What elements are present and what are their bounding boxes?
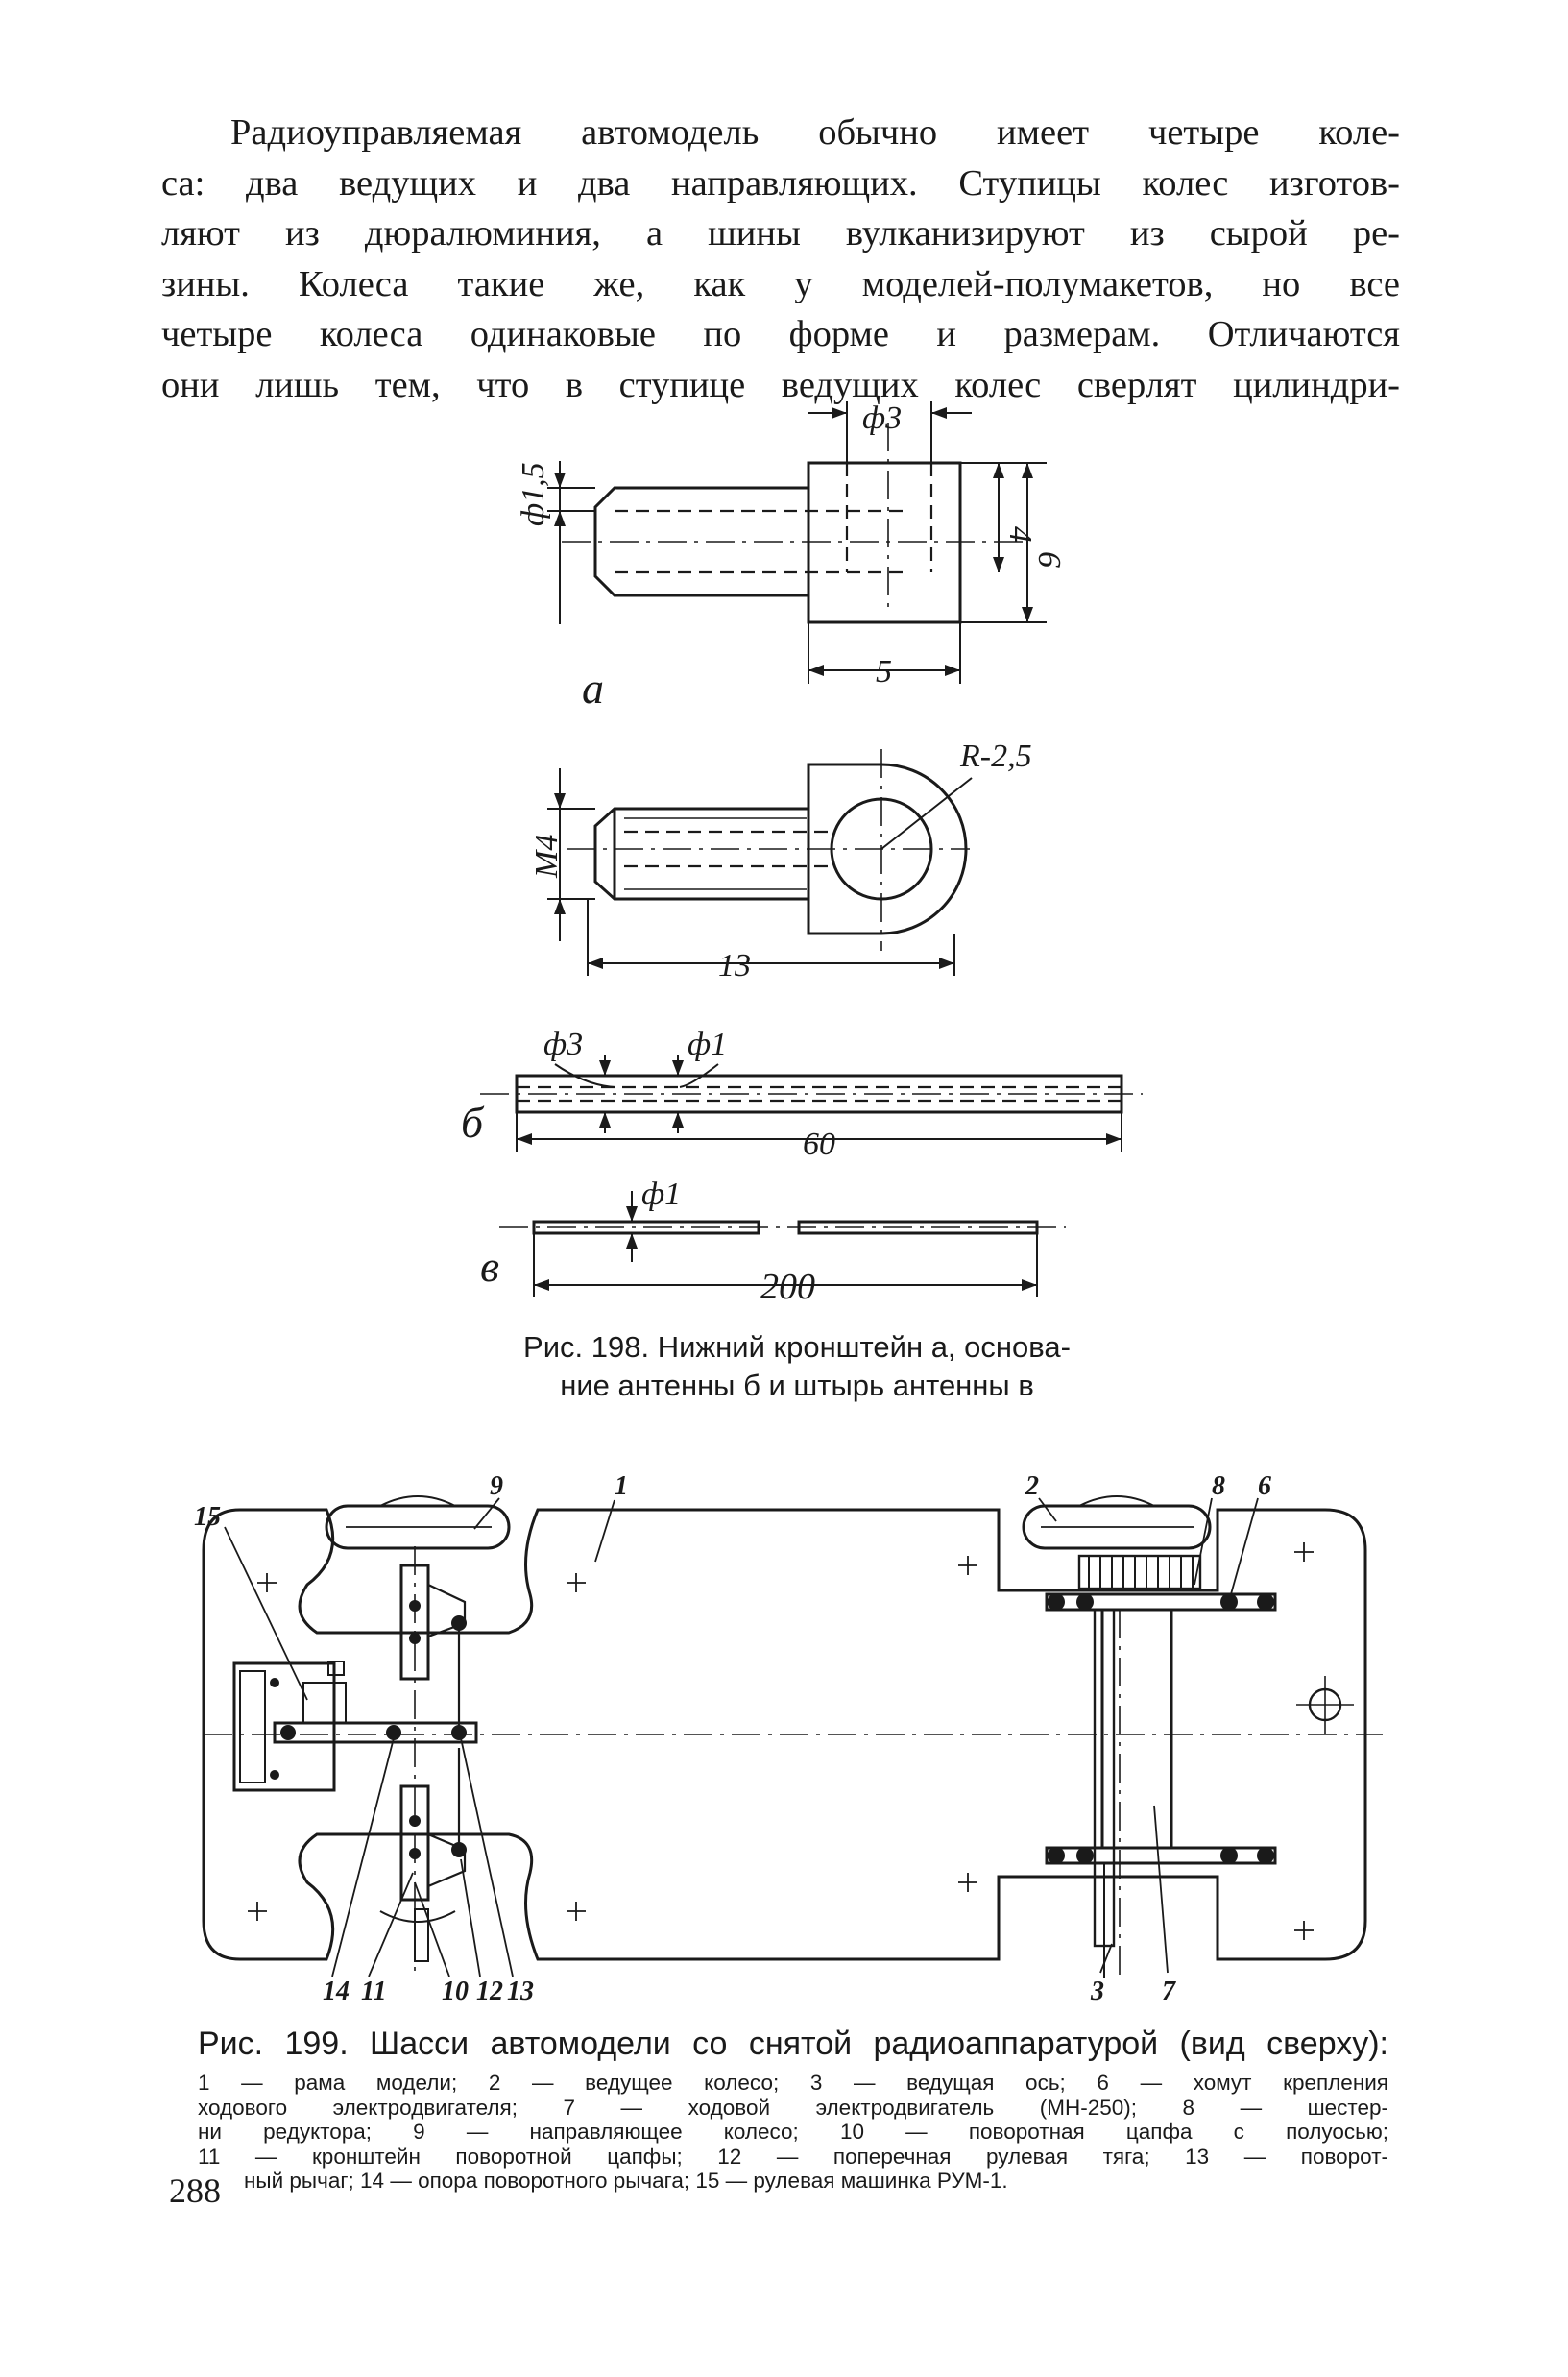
dim-d3-b: ф3 [543,1027,583,1062]
paragraph-line: са: два ведущих и два направляющих. Ступ… [161,162,1400,204]
paragraph-line: ляют из дюралюминия, а шины вулканизирую… [161,213,1400,254]
callout-13: 13 [507,1977,534,2006]
paragraph-line: они лишь тем, что в ступице ведущих коле… [161,364,1400,405]
steering-rod [273,1721,478,1744]
guide-wheel-top [325,1504,511,1550]
callout-7: 7 [1162,1977,1176,2006]
page-number: 288 [169,2171,221,2210]
legend-line: ходового электродвигателя; 7 — ходовой э… [198,2095,1388,2120]
figure-199-caption: Рис. 199. Шасси автомодели со снятой рад… [198,2025,1388,2063]
paragraph-line: зины. Колеса такие же, как у моделей-пол… [161,263,1400,304]
steering-arm-left-tab [414,1908,429,1962]
figure-198-drawing: ф3 ф1,5 4 6 5 а R-2,5 M4 13 ф3 ф1 б 60 ф… [461,400,1143,1307]
callout-11: 11 [361,1977,386,2006]
callout-6: 6 [1258,1471,1271,1501]
part-label-b: б [461,1098,485,1147]
dim-l13: 13 [718,948,751,983]
figure-198-caption: Рис. 198. Нижний кронштейн а, основа- ни… [422,1328,1171,1405]
callout-1: 1 [615,1471,628,1501]
figure-199-drawing: 15 9 1 2 8 6 14 11 10 12 13 3 7 [194,1471,1383,2006]
dim-d15: ф1,5 [516,462,551,526]
steering-servo [232,1661,336,1792]
dim-m4: M4 [529,835,565,879]
body-paragraph: Радиоуправляемая автомодель обычно имеет… [161,108,1400,410]
bracket-a-front-outline [807,763,968,935]
dim-w5: 5 [876,654,892,690]
legend-line: 1 — рама модели; 2 — ведущее колесо; 3 —… [198,2071,1388,2095]
dim-l60: 60 [803,1127,835,1162]
dim-r25: R-2,5 [959,739,1032,774]
figure-199-legend: 1 — рама модели; 2 — ведущее колесо; 3 —… [198,2071,1388,2194]
reducer-gears [1077,1554,1202,1590]
legend-line: ный рычаг; 14 — опора поворотного рычага… [244,2169,1008,2193]
callout-8: 8 [1212,1471,1225,1501]
dim-l200: 200 [760,1267,815,1307]
paragraph-line: Радиоуправляемая автомодель обычно имеет… [230,112,1400,153]
callout-12: 12 [476,1977,503,2006]
callout-10: 10 [442,1977,469,2006]
caption-line: Рис. 198. Нижний кронштейн а, основа- [523,1330,1071,1364]
dim-d3-top: ф3 [862,400,902,436]
callout-2: 2 [1025,1471,1039,1501]
dim-h4: 4 [1002,526,1038,543]
callout-15: 15 [194,1502,221,1532]
drive-motor [1100,1608,1173,1850]
part-label-v: в [480,1242,499,1291]
callout-14: 14 [323,1977,350,2006]
caption-title: Рис. 199. Шасси автомодели со снятой рад… [198,2025,1388,2062]
bracket-a-side-outline [593,461,962,624]
legend-line: 11 — кронштейн поворотной цапфы; 12 — по… [198,2144,1388,2169]
part-label-a: а [582,664,604,713]
paragraph-line: четыре колеса одинаковые по форме и разм… [161,314,1400,354]
callout-9: 9 [490,1471,503,1501]
caption-line: ние антенны б и штырь антенны в [560,1369,1034,1402]
dim-h6: 6 [1031,551,1067,568]
legend-line: ни редуктора; 9 — направляющее колесо; 1… [198,2120,1388,2144]
callout-3: 3 [1090,1977,1104,2006]
dim-d1-v: ф1 [641,1176,681,1212]
dim-d1-b: ф1 [688,1027,727,1062]
chassis-frame-outline [202,1508,1367,1961]
drive-wheel [1022,1504,1212,1550]
